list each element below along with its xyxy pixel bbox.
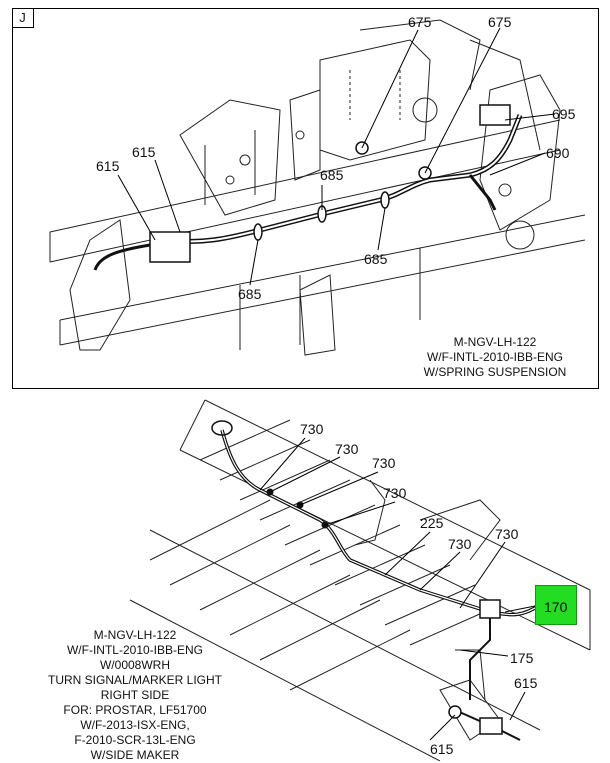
panel-letter: J — [12, 8, 34, 28]
bracket-mid — [289, 89, 321, 181]
callout-170: 170 — [544, 599, 568, 615]
top-chassis-drawing — [49, 19, 586, 356]
bottom-caption-line: W/0008WRH — [99, 658, 170, 672]
bottom-caption-line: RIGHT SIDE — [100, 688, 170, 702]
callout-695: 695 — [552, 106, 576, 122]
callout-730-b: 730 — [335, 441, 359, 457]
bottom-caption: M-NGV-LH-122 W/F-INTL-2010-IBB-ENG W/000… — [40, 628, 230, 763]
callout-615-b: 615 — [132, 144, 156, 160]
callout-675-b: 675 — [488, 14, 512, 30]
top-caption-line: W/F-INTL-2010-IBB-ENG — [426, 350, 564, 364]
bracket-left — [179, 99, 281, 216]
mount-block — [319, 39, 431, 161]
callout-225: 225 — [420, 515, 444, 531]
callout-615-a: 615 — [96, 158, 120, 174]
top-caption: M-NGV-LH-122 W/F-INTL-2010-IBB-ENG W/SPR… — [405, 335, 585, 380]
bottom-caption-line: TURN SIGNAL/MARKER LIGHT — [47, 673, 223, 687]
top-harness — [93, 104, 523, 271]
top-leader-lines — [117, 27, 556, 286]
callout-615-d: 615 — [430, 741, 454, 757]
connector-695 — [479, 104, 511, 126]
callout-730-d: 730 — [383, 485, 407, 501]
callout-730-f: 730 — [495, 526, 519, 542]
top-caption-line: W/SPRING SUSPENSION — [423, 365, 567, 379]
bottom-caption-line: W/F-INTL-2010-IBB-ENG — [66, 643, 204, 657]
callout-685-a: 685 — [320, 167, 344, 183]
callout-730-a: 730 — [300, 421, 324, 437]
bottom-caption-line: F-2010-SCR-13L-ENG — [74, 733, 196, 747]
callout-170-highlight: 170 — [535, 585, 577, 625]
callout-690: 690 — [546, 145, 570, 161]
callout-685-b: 685 — [238, 286, 262, 302]
bottom-leader-lines — [259, 437, 536, 741]
bottom-caption-line: W/SIDE MAKER — [90, 748, 180, 762]
bottom-caption-line: M-NGV-LH-122 — [93, 628, 177, 642]
top-panel-frame — [12, 8, 599, 389]
top-caption-line: M-NGV-LH-122 — [453, 335, 537, 349]
callout-730-e: 730 — [448, 536, 472, 552]
bottom-caption-line: W/F-2013-ISX-ENG, — [80, 718, 190, 732]
bottom-harness — [211, 420, 541, 741]
callout-615-c: 615 — [514, 675, 538, 691]
bottom-caption-line: FOR: PROSTAR, LF51700 — [63, 703, 207, 717]
callout-675-a: 675 — [408, 14, 432, 30]
bottom-chassis-drawing — [129, 399, 591, 761]
callout-175: 175 — [510, 650, 534, 666]
connector-615 — [149, 231, 191, 263]
lower-bracket — [69, 219, 131, 351]
callout-730-c: 730 — [372, 455, 396, 471]
callout-685-c: 685 — [364, 251, 388, 267]
